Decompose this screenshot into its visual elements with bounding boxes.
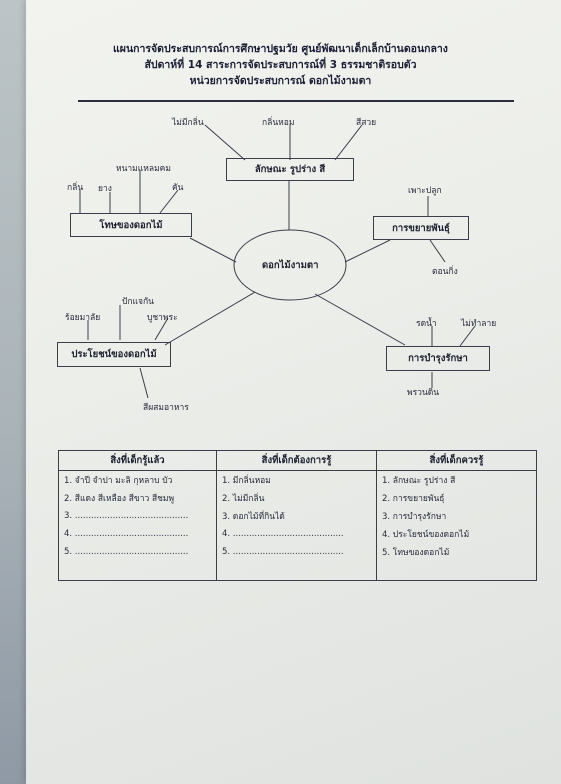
- header-line-2: สัปดาห์ที่ 14 สาระการจัดประสบการณ์ที่ 3 …: [144, 59, 417, 71]
- kwl-table: สิ่งที่เด็กรู้แล้ว 1. จำปี จำปา มะลิ กุห…: [58, 450, 537, 581]
- table-column-known: สิ่งที่เด็กรู้แล้ว 1. จำปี จำปา มะลิ กุห…: [59, 451, 216, 580]
- table-cell: 5. .....................................…: [64, 547, 189, 557]
- leaf-smell: กลิ่น: [67, 183, 84, 193]
- leaf-vase: ปักแจกัน: [122, 297, 154, 307]
- table-cell: 5. โทษของดอกไม้: [382, 548, 450, 558]
- leaf-watering: รดน้ำ: [416, 319, 437, 329]
- paper-sheet: [26, 0, 561, 784]
- leaf-beautiful-color: สีสวย: [356, 118, 377, 128]
- table-column-want-to-know: สิ่งที่เด็กต้องการรู้ 1. มีกลิ่นหอม 2. ไ…: [216, 451, 376, 580]
- table-cell: 3. การบำรุงรักษา: [382, 512, 447, 522]
- header-line-1: แผนการจัดประสบการณ์การศึกษาปฐมวัย ศูนย์พ…: [113, 43, 448, 55]
- table-cell: 2. การขยายพันธุ์: [382, 494, 445, 504]
- table-cell: 2. ไม่มีกลิ่น: [222, 494, 265, 504]
- branch-box-benefits: ประโยชน์ของดอกไม้: [57, 342, 171, 367]
- table-cell: 4. ประโยชน์ของดอกไม้: [382, 530, 470, 540]
- connector-br-leaf-2: [459, 325, 476, 347]
- leaf-worship: บูชาพระ: [147, 313, 178, 323]
- connector-center-left: [189, 237, 237, 263]
- table-cell: 5. .....................................…: [222, 547, 344, 557]
- leaf-layering: ตอนกิ่ง: [432, 267, 458, 277]
- leaf-garland: ร้อยมาลัย: [65, 313, 101, 323]
- table-header: สิ่งที่เด็กควรรู้: [377, 451, 536, 471]
- table-cell: 2. สีแดง สีเหลือง สีขาว สีชมพู: [64, 494, 175, 504]
- leaf-planting: เพาะปลูก: [408, 186, 442, 196]
- branch-box-propagation: การขยายพันธุ์: [373, 216, 469, 240]
- leaf-itch: คัน: [172, 183, 184, 193]
- leaf-sharp-thorns: หนามแหลมคม: [116, 164, 171, 174]
- connector-center-bottom-left: [164, 291, 256, 346]
- connector-center-bottom-right: [314, 293, 406, 346]
- leaf-no-destroy: ไม่ทำลาย: [461, 319, 497, 329]
- table-cell: 1. จำปี จำปา มะลิ กุหลาบ บัว: [64, 476, 173, 486]
- connector-top-leaf-3: [334, 124, 363, 161]
- table-cell: 1. ลักษณะ รูปร่าง สี: [382, 476, 456, 486]
- table-cell: 3. ดอกไม้ที่กินได้: [222, 512, 285, 522]
- leaf-no-scent: ไม่มีกลิ่น: [172, 118, 204, 128]
- table-cell: 3. .....................................…: [64, 511, 189, 521]
- center-ellipse: [233, 229, 347, 301]
- table-cell: 4. .....................................…: [64, 529, 189, 539]
- mindmap-center-label: ดอกไม้งามตา: [262, 260, 319, 271]
- table-column-should-know: สิ่งที่เด็กควรรู้ 1. ลักษณะ รูปร่าง สี 2…: [376, 451, 536, 580]
- leaf-fragrant: กลิ่นหอม: [262, 118, 295, 128]
- branch-box-care: การบำรุงรักษา: [386, 346, 490, 371]
- table-cell: 1. มีกลิ่นหอม: [222, 476, 271, 486]
- header-line-3: หน่วยการจัดประสบการณ์ ดอกไม้งามตา: [189, 75, 372, 87]
- header-divider: [78, 100, 514, 102]
- branch-box-appearance: ลักษณะ รูปร่าง สี: [226, 158, 354, 181]
- table-header: สิ่งที่เด็กรู้แล้ว: [59, 451, 216, 471]
- leaf-food-coloring: สีผสมอาหาร: [143, 403, 189, 413]
- connector-left-leaf-4: [159, 189, 179, 214]
- connector-bl-leaf-4: [139, 367, 149, 399]
- connector-center-right: [344, 239, 391, 263]
- connector-right-leaf-2: [429, 239, 446, 263]
- connector-top-leaf-1: [204, 124, 246, 161]
- leaf-tilling: พรวนดิน: [407, 388, 440, 398]
- connector-bl-leaf-3: [154, 317, 169, 341]
- table-cell: 4. .....................................…: [222, 529, 344, 539]
- leaf-sap: ยาง: [98, 184, 112, 194]
- branch-box-harm: โทษของดอกไม้: [70, 213, 192, 237]
- table-header: สิ่งที่เด็กต้องการรู้: [217, 451, 376, 471]
